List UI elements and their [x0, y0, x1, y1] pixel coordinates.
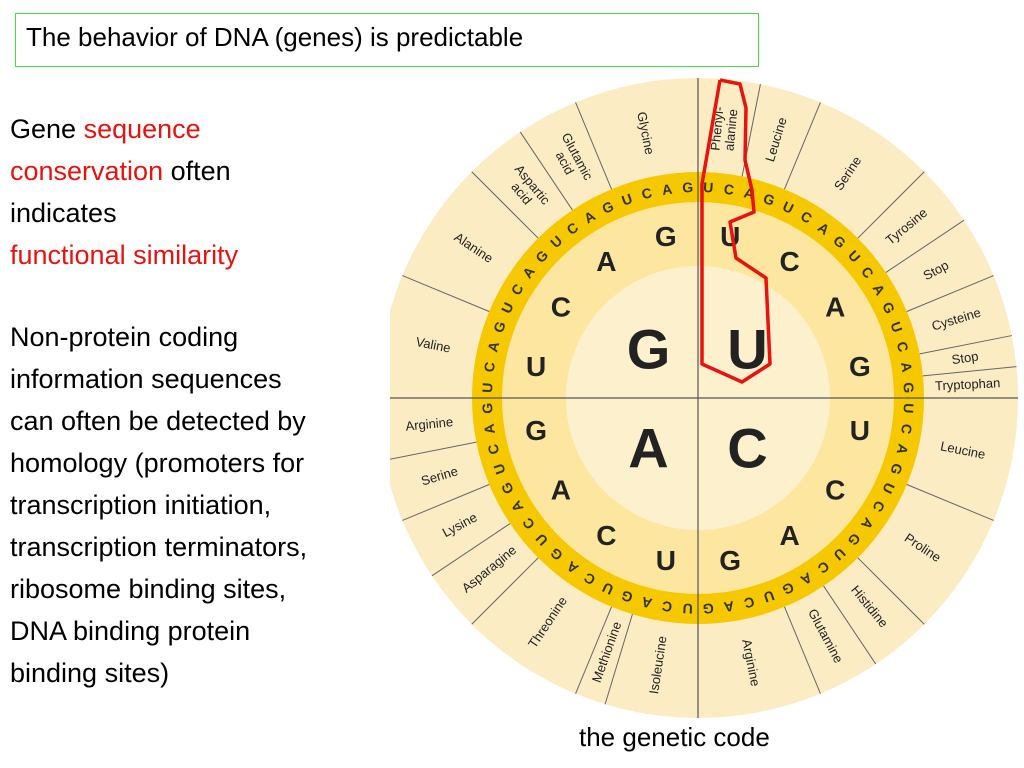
second-base-letter: C [551, 291, 571, 322]
third-base-letter: G [619, 587, 635, 606]
amino-acid-divider [919, 335, 1012, 355]
noncoding-line: homology (promoters for [10, 448, 305, 478]
third-base-letter: A [484, 340, 502, 354]
second-base-letter: C [780, 246, 800, 277]
noncoding-line: DNA binding protein [10, 616, 251, 646]
second-base-letter: U [850, 415, 870, 446]
text-indicates: indicates [10, 198, 117, 228]
third-base-letter: G [761, 190, 777, 209]
third-base-letter: C [640, 184, 654, 202]
third-base-letter: A [898, 361, 915, 373]
text-conservation: conservation [10, 156, 164, 186]
phenylalanine-highlight [700, 78, 772, 384]
first-base-letter: C [727, 416, 767, 479]
amino-acid-divider [857, 171, 925, 239]
text-functional-similarity: functional similarity [10, 240, 239, 270]
second-base-letter: A [825, 291, 845, 322]
third-base-letter: G [887, 461, 906, 477]
third-base-letter: U [490, 462, 508, 477]
third-base-letter: A [640, 594, 654, 612]
amino-acid-divider [906, 484, 994, 521]
amino-acid-divider [784, 606, 821, 694]
second-base-letter: A [780, 520, 800, 551]
noncoding-line: ribosome binding sites, [10, 574, 287, 604]
third-base-letter: G [479, 402, 496, 414]
amino-acid-divider [575, 606, 612, 694]
third-base-letter: U [703, 179, 714, 195]
amino-acid-divider [471, 171, 539, 239]
third-base-letter: U [479, 382, 495, 393]
amino-acid-divider [402, 275, 490, 312]
second-base-letter: A [596, 246, 616, 277]
third-base-letter: A [894, 442, 912, 456]
amino-acid-divider [823, 585, 877, 665]
third-base-letter: G [490, 319, 509, 335]
third-base-letter: C [723, 181, 735, 198]
amino-acid-divider [885, 219, 965, 273]
amino-acid-label: Tryptophan [935, 375, 1001, 393]
noncoding-line: information sequences [10, 364, 282, 394]
slide-title: The behavior of DNA (genes) is predictab… [15, 13, 759, 67]
second-base-letter: G [525, 415, 547, 446]
amino-acid-divider [784, 102, 821, 190]
third-base-letter: U [901, 403, 917, 414]
second-base-letter: G [849, 351, 871, 382]
paragraph-conservation: Gene sequence conservation often indicat… [10, 108, 405, 276]
third-base-letter: A [661, 181, 673, 198]
first-base-letter: G [627, 318, 671, 381]
third-base-letter: U [762, 587, 777, 605]
third-base-letter: A [723, 598, 735, 615]
amino-acid-divider [604, 614, 633, 705]
amino-acid-divider [390, 441, 477, 460]
amino-acid-divider [519, 131, 573, 211]
third-base-letter: C [894, 340, 912, 354]
noncoding-line: binding sites) [10, 658, 170, 688]
third-base-letter: C [898, 423, 915, 435]
left-text: Gene sequence conservation often indicat… [10, 108, 405, 694]
amino-acid-divider [922, 366, 1017, 377]
noncoding-line: transcription initiation, [10, 490, 272, 520]
amino-acid-label: Valine [415, 334, 452, 356]
second-base-letter: C [825, 475, 845, 506]
third-base-letter: C [742, 594, 756, 612]
second-base-letter: U [656, 545, 676, 576]
amino-acid-divider [471, 557, 539, 625]
amino-acid-divider [402, 484, 490, 521]
second-base-letter: A [551, 475, 571, 506]
third-base-letter: U [682, 601, 693, 617]
amino-acid-divider [575, 102, 612, 190]
third-base-letter: C [484, 442, 502, 456]
second-base-letter: C [596, 520, 616, 551]
amino-acid-label: Phenyl-alanine [707, 106, 740, 153]
third-base-letter: A [481, 423, 498, 435]
noncoding-line: can often be detected by [10, 406, 306, 436]
third-base-letter: G [702, 600, 714, 617]
text-sequence: sequence [83, 114, 201, 144]
amino-acid-label: Stop [951, 349, 980, 368]
second-base-letter: U [526, 351, 546, 382]
paragraph-noncoding: Non-protein coding information sequences… [10, 316, 405, 694]
third-base-letter: C [661, 598, 673, 615]
noncoding-line: Non-protein coding [10, 322, 239, 352]
third-base-letter: G [900, 382, 917, 394]
second-base-letter: G [719, 545, 741, 576]
second-base-letter: G [655, 221, 677, 252]
text-gene: Gene [10, 114, 84, 144]
first-base-letter: A [628, 416, 668, 479]
noncoding-line: transcription terminators, [10, 532, 308, 562]
text-often: often [163, 156, 231, 186]
third-base-letter: G [682, 179, 694, 196]
amino-acid-divider [431, 523, 511, 577]
third-base-letter: C [481, 361, 498, 373]
amino-acid-divider [906, 275, 994, 312]
diagram-caption: the genetic code [579, 722, 770, 752]
amino-acid-label: Arginine [405, 414, 454, 434]
amino-acid-divider [857, 557, 925, 625]
